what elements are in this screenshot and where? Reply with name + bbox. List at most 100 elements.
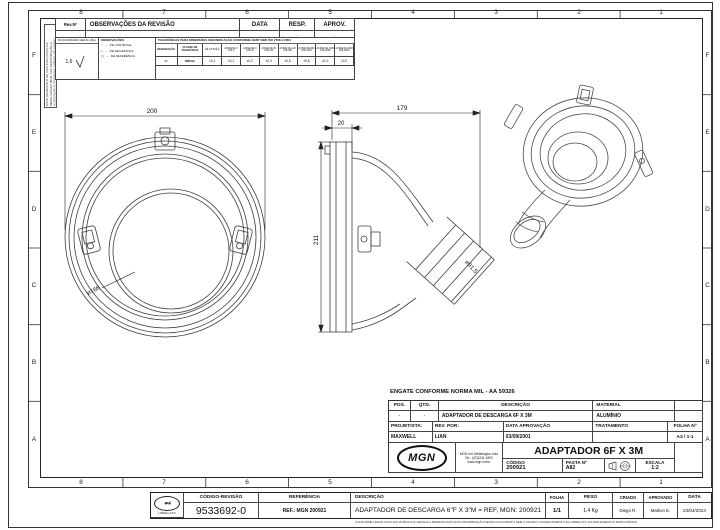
revision-empty-rev [56,31,86,38]
codigo-revisao-label: CÓDIGO-REVISÃO [184,493,258,503]
safety-symbol: □ [100,48,103,53]
footer-legal: CONFORME LEGISLAÇÃO EM VIGÊNCIA É VEDADA… [355,520,637,524]
tolerance-classe: MÉDIA [177,57,204,67]
mgn-logo: MGN [396,444,447,471]
observations-cell: OBSERVAÇÕES ○ → DE CONTROLE □ → DE SEGUR… [98,38,156,80]
company-phone: Tel.: (47)3241-1800 [465,455,493,460]
col-folha: FOLHA Nº [668,422,704,432]
pasta-value: A82 [565,465,576,471]
codigo-label: CÓDIGO [506,460,525,465]
pasta-cell: PASTA Nº A82 [563,459,606,472]
codigo-value: 200921 [506,465,526,471]
company-site: www.mgn.ind.br [467,459,491,464]
folha-label: FOLHA [546,493,568,503]
reference-symbol: ( ) [100,54,104,59]
tolerance-table: TOLERÂNCIAS PARA DIMENSÕES SEM INDICAÇÃO… [155,38,356,80]
tolerance-value: ±0,3 [259,57,279,67]
descricao-value: ADAPTADOR DE DESCARGA 6"F X 3"M = REF, M… [354,507,542,514]
revision-col-aprov: APROV. [315,19,355,31]
leader-front-bore [101,271,136,289]
data-value: 23/04/2024 [683,508,706,513]
dim-side-length [330,110,482,248]
tolerance-title: TOLERÂNCIAS PARA DIMENSÕES SEM INDICAÇÃO… [155,38,355,45]
tolerance-range: ACIMA DE 2000 ATÉ 4000 [335,44,355,58]
projetista-value: MAXWELL [389,432,433,443]
grid-row-right: B [705,359,710,366]
dim-front-width-label: 200 [147,108,158,115]
tolerance-range: ACIMA DE 400 ATÉ 1000 [297,44,317,58]
tolerance-range: ACIMA DE 30 ATÉ 120 [259,44,279,58]
col-tratamento: TRATAMENTO [593,422,669,432]
footer-strip: ➻ LIBRELATO CÓDIGO-REVISÃO 9533692-0 REF… [150,492,712,519]
grid-col-top: 2 [577,9,581,16]
tolerance-range: ACIMA DE 6 ATÉ 30 [240,44,260,58]
revision-empty-resp: - [280,31,316,38]
librelato-logo-text: LIBRELATO [158,510,176,515]
revision-table: Rev.Nº OBSERVAÇÕES DA REVISÃO DATA RESP.… [55,18,356,80]
librelato-logo-icon: ➻ [154,495,180,511]
grid-col-bottom: 6 [245,479,249,486]
revision-col-observacoes: OBSERVAÇÕES DA REVISÃO [85,19,241,31]
revision-empty-obs [85,31,241,38]
col-projetista: PROJETISTA: [389,422,433,432]
grid-row-right: A [705,436,710,443]
grid-col-top: 3 [494,9,498,16]
side-view [324,141,495,333]
data-aprovacao-value: 03/09/2001 [503,432,594,443]
mgn-contact-cell: MGN Ind. Metalúrgica Ltda Tel.: (47)3241… [455,443,504,473]
criado-cell: CRIADO Diego R. [613,493,644,518]
frame-outer [28,10,712,488]
grid-col-top: 5 [328,9,332,16]
page-border [8,2,713,528]
tolerance-value: ±0,5 [278,57,298,67]
grid-col-bottom: 4 [411,479,415,486]
tolerance-designacao: m [155,57,178,67]
revision-empty-aprov: - [315,31,356,38]
tolerance-value: ±2,0 [335,57,355,67]
referencia-value: REF.: MGN 200921 [282,507,327,514]
grid-col-bottom: 3 [494,479,498,486]
grid-row-left: F [32,52,36,59]
grid-col-bottom: 5 [328,479,332,486]
tolerance-value: ±0,1 [222,57,241,67]
revision-col-resp: RESP. [280,19,316,31]
part-col-qtd: QTD. [410,401,439,411]
grid-row-left: C [31,282,37,289]
peso-label: PESO [569,493,612,503]
iso-view [504,84,654,249]
part-col-pos: POS. [389,401,411,411]
folha-footer-value: 1/1 [552,507,562,514]
grid-col-top: 1 [659,9,663,16]
revision-empty-data: - [240,31,281,38]
tolerance-value: ±0,8 [297,57,317,67]
roughness-cell: RUGOSIDADE GERAL (Ra) 1,6 [56,38,99,80]
dim-front-bore-label: ⌀166 [86,285,101,297]
grid-row-left: A [31,436,37,443]
frame-inner [40,18,703,478]
part-title: ADAPTADOR 6F X 3M [503,443,675,459]
tolerance-value: ±0,1 [203,57,223,67]
criado-label: CRIADO [613,493,643,503]
peso-cell: PESO 1,4 Kg [569,493,613,518]
tratamento-value [593,432,669,443]
data-cell: DATA 23/04/2024 [678,493,711,518]
dim-front-width [63,112,267,230]
first-angle-projection-icon [608,460,631,471]
criado-value: Diego R. [619,508,637,513]
grid-row-left: B [31,359,37,366]
arrow-icon: → [104,48,108,53]
roughness-value: 1,6 [65,58,73,65]
descricao-cell: DESCRIÇÃO ADAPTADOR DE DESCARGA 6"F X 3"… [351,493,546,518]
codigo-revisao-cell: CÓDIGO-REVISÃO 9533692-0 [184,493,259,518]
librelato-logo-cell: ➻ LIBRELATO [151,493,184,518]
grid-row-left: E [31,129,37,136]
mgn-logo-cell: MGN [389,443,456,473]
front-view [64,127,266,338]
codigo-revisao-value: 9533692-0 [195,504,247,517]
title-block: POS. QTD. DESCRIÇÃO MATERIAL - - ADAPTAD… [388,400,704,473]
folha-cell: FOLHA 1/1 [546,493,569,518]
dim-side-offset-label: 20 [338,121,345,127]
projection-symbol-cell [605,459,636,472]
part-desc: ADAPTADOR DE DESCARGA 6F X 3M [438,411,594,422]
